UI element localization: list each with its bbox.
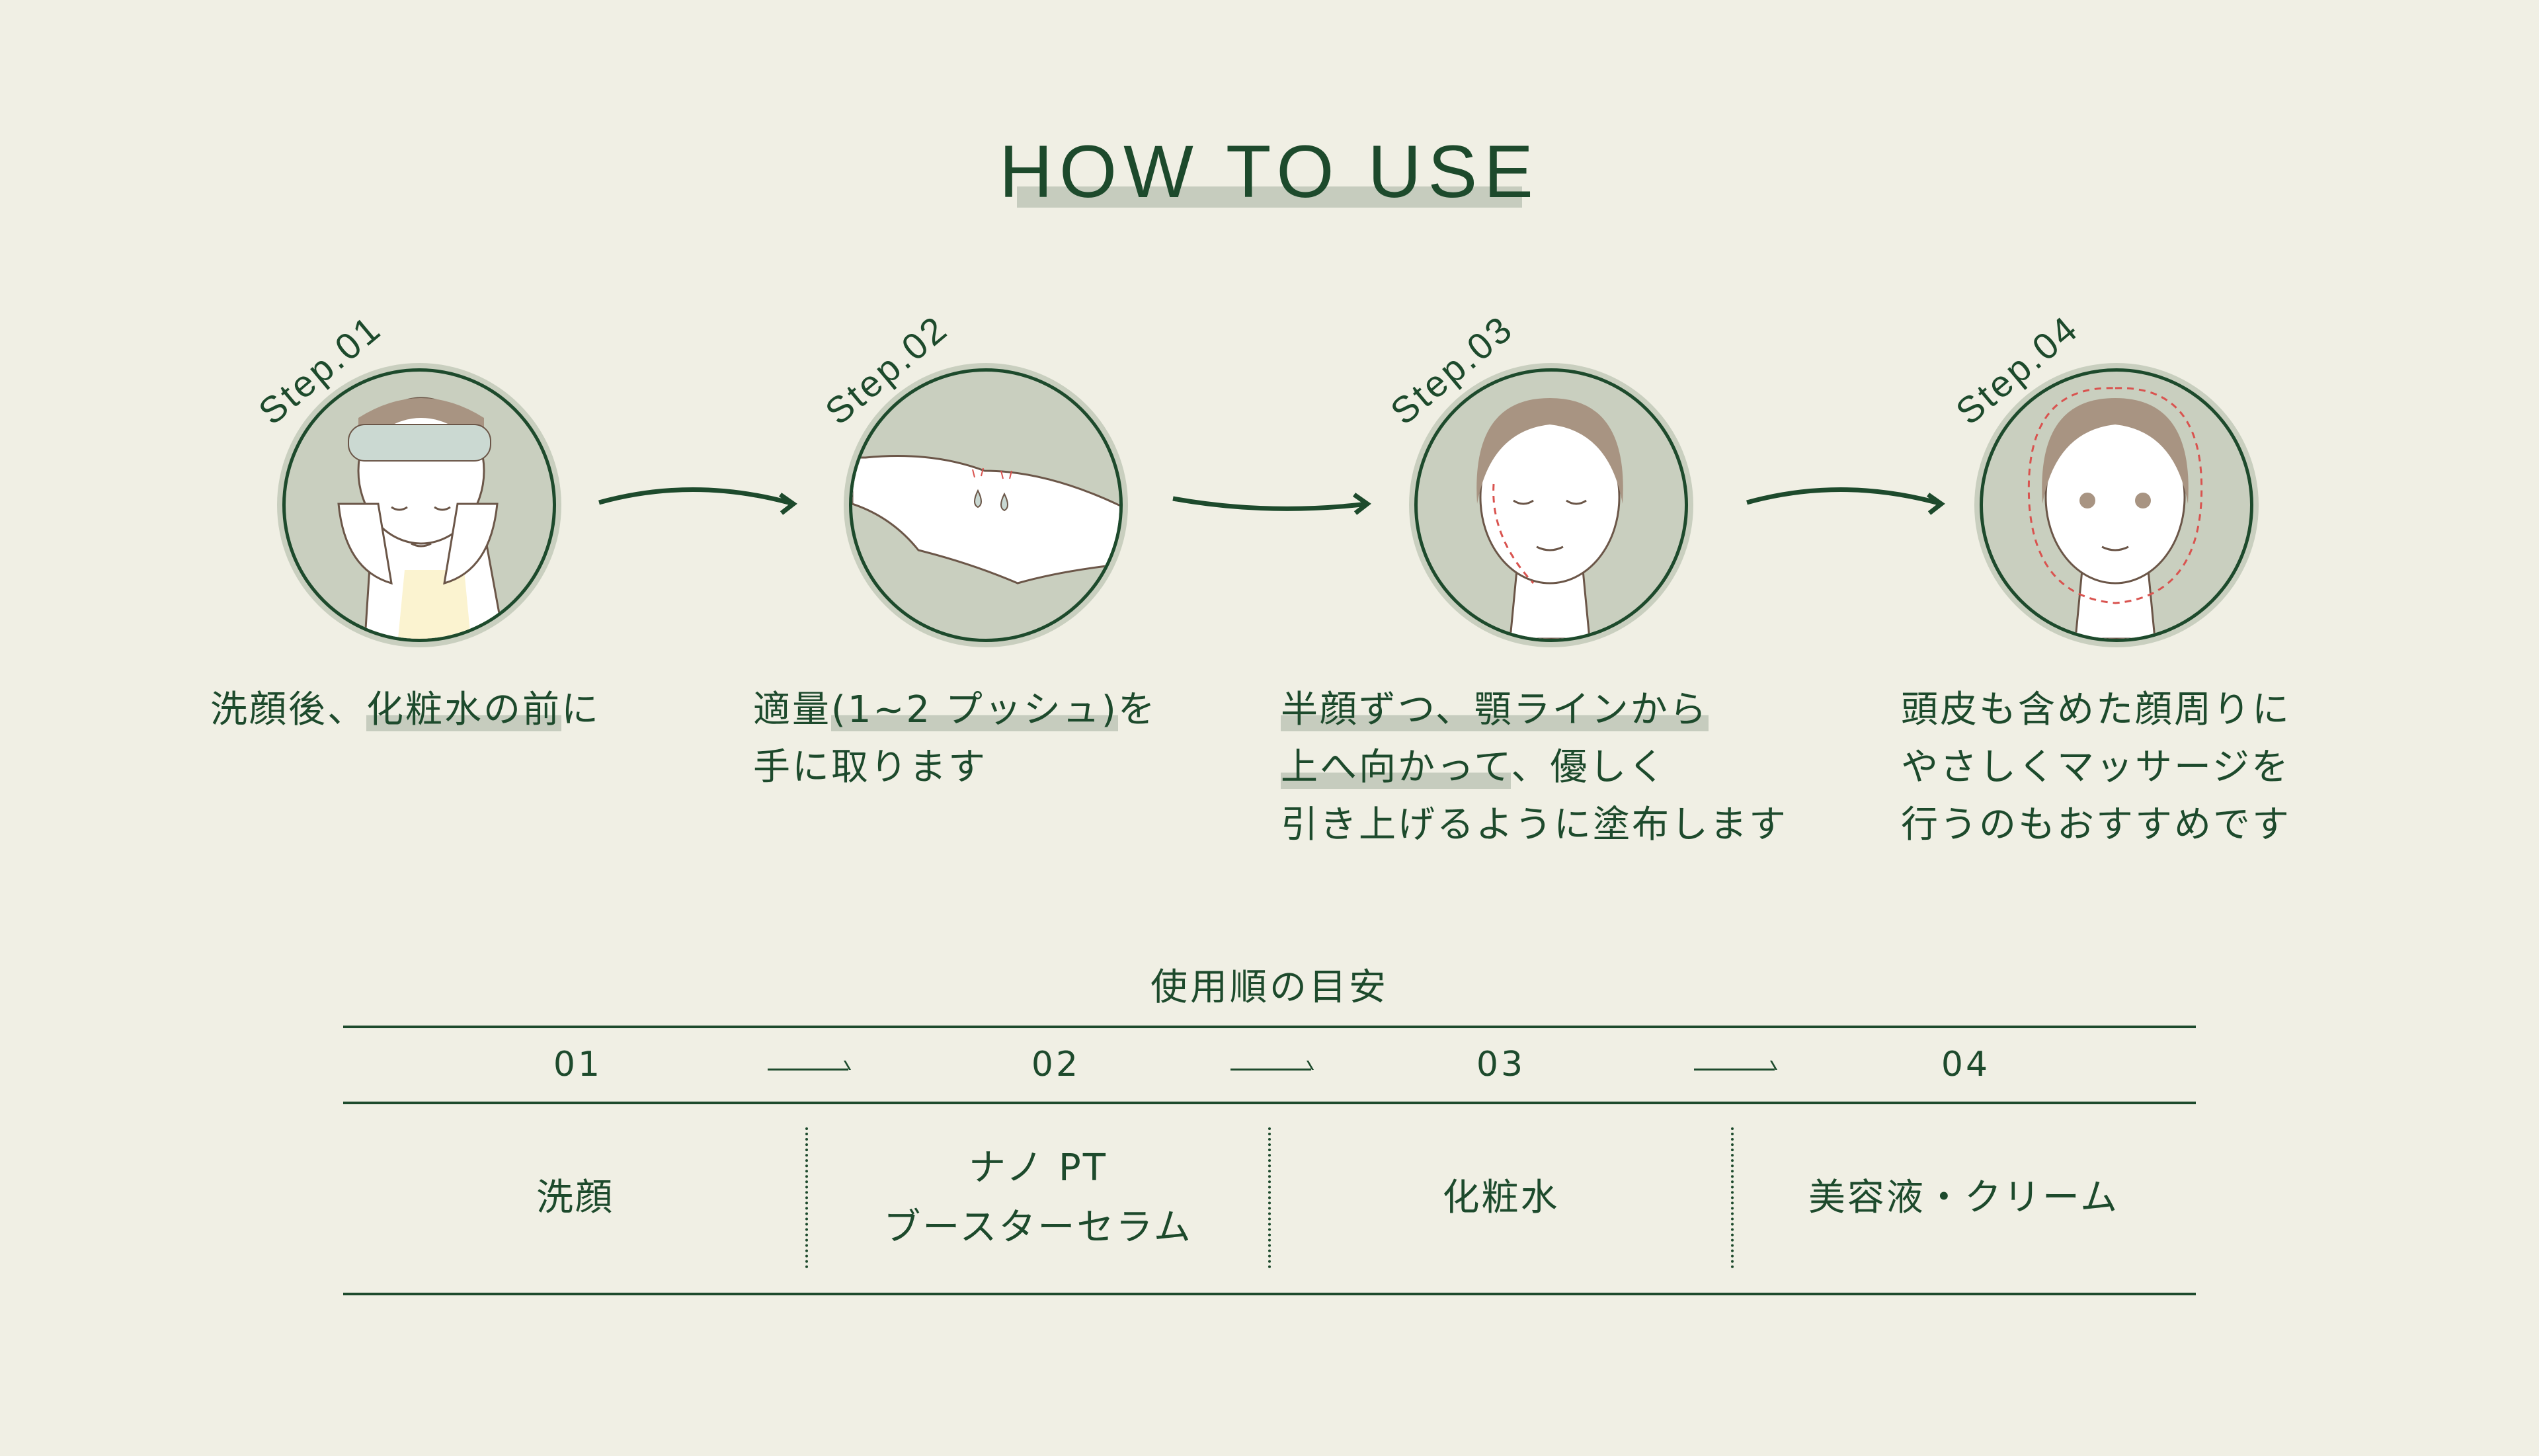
step-4-illustration (1974, 363, 2259, 647)
arrow-icon (1172, 493, 1371, 515)
order-item-cleanse: 洗顔 (536, 1176, 614, 1219)
order-number: 04 (1941, 1045, 1991, 1084)
arrow-icon (1694, 1069, 1775, 1071)
order-number: 03 (1476, 1045, 1526, 1084)
step-4-description: 頭皮も含めた顔周りに やさしくマッサージを 行うのもおすすめです (1901, 688, 2291, 846)
step-3-illustration (1409, 363, 1693, 647)
arrow-icon (768, 1069, 848, 1071)
order-item-toner: 化粧水 (1442, 1176, 1560, 1219)
dotted-divider (1731, 1127, 1734, 1268)
arrow-icon (598, 487, 797, 515)
order-item-serum-cream: 美容液・クリーム (1808, 1176, 2120, 1219)
divider (343, 1026, 2196, 1028)
title-highlight (1017, 186, 1522, 208)
dotted-divider (1268, 1127, 1271, 1268)
step-2-description: 適量(1~2 プッシュ)を 手に取ります (753, 688, 1157, 789)
step-2-illustration (844, 363, 1128, 647)
order-number: 02 (1031, 1045, 1081, 1084)
arrow-icon (1230, 1069, 1311, 1071)
step-3-description: 半顔ずつ、顎ラインから 上へ向かって、優しく 引き上げるように塗布します (1281, 688, 1788, 846)
divider (343, 1102, 2196, 1104)
step-1-description: 洗顔後、化粧水の前に (210, 688, 600, 731)
page-title: HOW TO USE (999, 130, 1540, 213)
divider (343, 1293, 2196, 1295)
order-heading: 使用順の目安 (1150, 966, 1389, 1009)
arrow-icon (1746, 487, 1945, 515)
dotted-divider (805, 1127, 808, 1268)
order-number: 01 (553, 1045, 603, 1084)
step-1-illustration (277, 363, 561, 647)
